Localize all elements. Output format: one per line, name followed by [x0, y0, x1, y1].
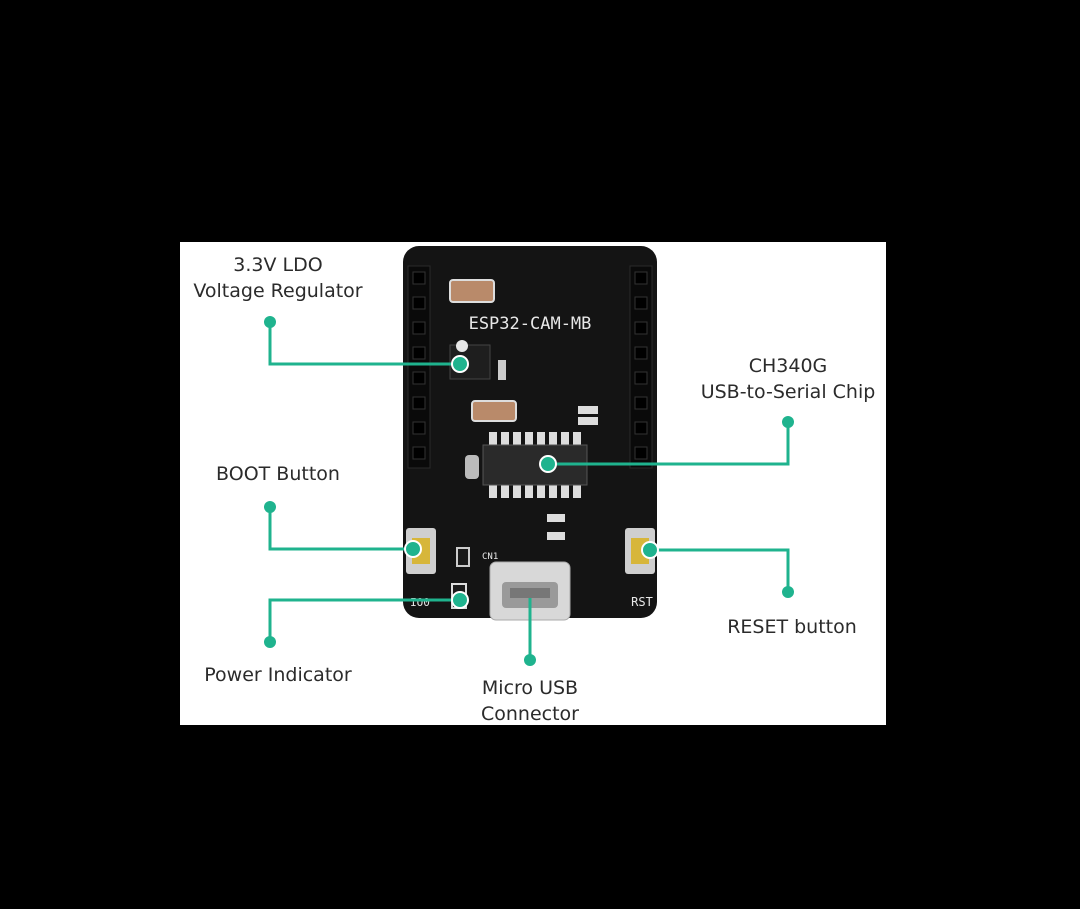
- ch340-dot-outer: [782, 416, 794, 428]
- ch340-label: CH340G USB-to-Serial Chip: [690, 353, 886, 405]
- ldo-leader: [268, 322, 460, 366]
- ch340-leader: [548, 422, 790, 466]
- boot-label-line1: BOOT Button: [216, 463, 340, 485]
- reset-label: RESET button: [700, 614, 884, 640]
- resistor-1: [578, 406, 598, 414]
- ldo-dot-outer: [264, 316, 276, 328]
- board-name: ESP32-CAM-MB: [469, 314, 592, 334]
- usb-label-line1: Micro USB: [481, 677, 579, 699]
- boot-dot-outer: [264, 501, 276, 513]
- resistor-3: [547, 514, 565, 522]
- ch340-dot-target: [539, 455, 557, 473]
- power-leader: [268, 598, 460, 642]
- boot-label: BOOT Button: [180, 461, 376, 487]
- ldo-dot-target: [451, 355, 469, 373]
- left-header-pins: [407, 265, 431, 469]
- reset-dot-target: [641, 541, 659, 559]
- boot-leader: [268, 507, 413, 551]
- cn1-silkscreen: CN1: [482, 552, 498, 562]
- usb-label-line2: Connector: [481, 703, 579, 725]
- crystal: [465, 455, 479, 479]
- reset-label-line1: RESET button: [727, 616, 857, 638]
- reset-dot-outer: [782, 586, 794, 598]
- ldo-label: 3.3V LDO Voltage Regulator: [180, 252, 376, 304]
- reset-leader: [650, 548, 790, 592]
- power-label: Power Indicator: [180, 662, 376, 688]
- leader-dots: [264, 316, 794, 666]
- diagram-panel: ESP32-CAM-MB: [180, 242, 886, 725]
- ch340-label-line1: CH340G: [748, 355, 828, 377]
- micro-usb-component: [489, 561, 571, 621]
- lower-capacitor: [471, 400, 517, 422]
- cn1-part: [456, 547, 470, 567]
- rst-silkscreen: RST: [631, 595, 653, 609]
- power-dot-target: [451, 591, 469, 609]
- power-dot-outer: [264, 636, 276, 648]
- power-label-line1: Power Indicator: [204, 664, 352, 686]
- usb-dot-outer: [524, 654, 536, 666]
- resistor-2: [578, 417, 598, 425]
- boot-dot-target: [404, 540, 422, 558]
- resistor-4: [547, 532, 565, 540]
- board-illustration: ESP32-CAM-MB: [264, 246, 794, 666]
- top-capacitor: [449, 279, 495, 303]
- io0-silkscreen: IO0: [410, 596, 430, 609]
- ldo-label-line2: Voltage Regulator: [193, 280, 363, 302]
- leader-lines: [268, 322, 790, 660]
- right-header-pins: [629, 265, 653, 469]
- usb-label: Micro USB Connector: [450, 675, 610, 725]
- ldo-label-line1: 3.3V LDO: [233, 254, 323, 276]
- ch340-label-line2: USB-to-Serial Chip: [700, 381, 876, 403]
